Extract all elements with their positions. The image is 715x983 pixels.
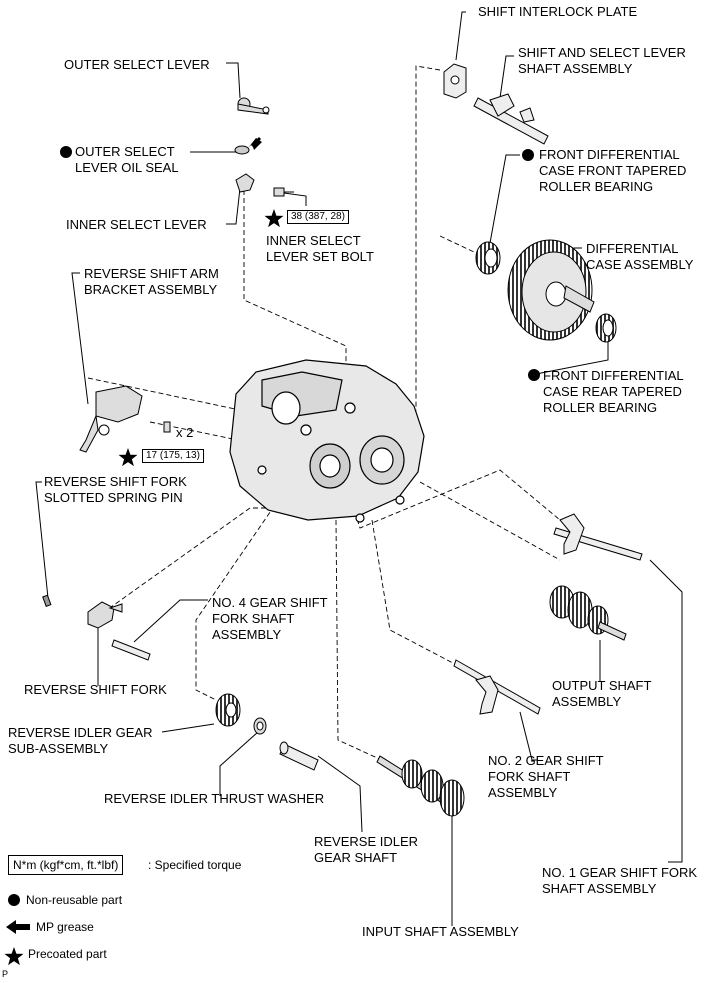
label-no1-2: SHAFT ASSEMBLY: [542, 881, 657, 896]
label-idler-shaft-2: GEAR SHAFT: [314, 850, 398, 865]
torque-box-17: 17 (175, 13): [142, 449, 204, 463]
label-idler-shaft-1: REVERSE IDLER: [314, 834, 419, 849]
legend-non-reusable-icon: [8, 894, 20, 906]
thrust-washer: [253, 717, 267, 735]
corner-mark: P: [2, 969, 9, 979]
label-no2-3: ASSEMBLY: [488, 785, 558, 800]
label-idler-gear-1: REVERSE IDLER GEAR: [8, 725, 153, 740]
label-idler-gear-2: SUB-ASSEMBLY: [8, 741, 109, 756]
legend-precoated: Precoated part: [28, 947, 107, 961]
legend-mp-grease-icon: [6, 920, 30, 934]
label-thrust-washer: REVERSE IDLER THRUST WASHER: [104, 791, 325, 806]
legend-torque-box: N*m (kgf*cm, ft.*lbf): [8, 855, 124, 875]
label-rev-pin-2: SLOTTED SPRING PIN: [44, 490, 183, 505]
label-no4-2: FORK SHAFT: [212, 611, 295, 626]
label-no4-3: ASSEMBLY: [212, 627, 282, 642]
label-shift-interlock-plate: SHIFT INTERLOCK PLATE: [478, 4, 638, 19]
label-inner-select-lever: INNER SELECT LEVER: [66, 217, 207, 232]
label-input-shaft: INPUT SHAFT ASSEMBLY: [362, 924, 519, 939]
label-no2-2: FORK SHAFT: [488, 769, 571, 784]
label-output-2: ASSEMBLY: [552, 694, 622, 709]
label-front-diff-front-1: FRONT DIFFERENTIAL: [539, 147, 680, 162]
no2-fork-shaft: [453, 659, 541, 715]
label-front-diff-rear-3: ROLLER BEARING: [543, 400, 658, 415]
shift-select-lever-shaft: [473, 93, 549, 145]
reverse-idler-shaft: [279, 741, 319, 771]
legend-precoated-icon: [4, 947, 24, 966]
label-rev-bracket-2: BRACKET ASSEMBLY: [84, 282, 218, 297]
label-diff-case-1: DIFFERENTIAL: [586, 241, 679, 256]
leader-lines: [35, 11, 683, 926]
non-reusable-dot-oil-seal: [60, 146, 72, 158]
label-front-diff-front-2: CASE FRONT TAPERED: [539, 163, 687, 178]
label-outer-oil-seal-2: LEVER OIL SEAL: [75, 160, 179, 175]
label-front-diff-front-3: ROLLER BEARING: [539, 179, 654, 194]
label-front-diff-rear-1: FRONT DIFFERENTIAL: [543, 368, 684, 383]
label-rev-pin-1: REVERSE SHIFT FORK: [44, 474, 187, 489]
front-diff-front-bearing: [475, 241, 501, 275]
label-no1-1: NO. 1 GEAR SHIFT FORK: [542, 865, 698, 880]
outer-select-lever: [237, 97, 270, 115]
legend-non-reusable: Non-reusable part: [26, 893, 123, 907]
label-inner-bolt-2: LEVER SET BOLT: [266, 249, 374, 264]
reverse-shift-arm-bracket: [79, 385, 143, 453]
mp-grease-arrow-icon: [248, 138, 262, 150]
legend-torque-desc: : Specified torque: [148, 858, 242, 872]
non-reusable-dot-rear-bearing: [528, 369, 540, 381]
legend-mp-grease: MP grease: [36, 920, 94, 934]
output-shaft-assembly: [549, 585, 627, 641]
label-outer-select-lever: OUTER SELECT LEVER: [64, 57, 210, 72]
label-shift-select-lever-2: SHAFT ASSEMBLY: [518, 61, 633, 76]
label-front-diff-rear-2: CASE REAR TAPERED: [543, 384, 682, 399]
precoated-star-38: [264, 209, 284, 228]
shift-interlock-plate: [443, 63, 467, 99]
label-inner-bolt-1: INNER SELECT: [266, 233, 361, 248]
inner-select-lever: [235, 173, 255, 193]
front-diff-rear-bearing: [595, 313, 617, 343]
non-reusable-dot-front-bearing: [522, 149, 534, 161]
label-no2-1: NO. 2 GEAR SHIFT: [488, 753, 604, 768]
label-diff-case-2: CASE ASSEMBLY: [586, 257, 694, 272]
reverse-shift-fork: [87, 601, 123, 629]
label-output-1: OUTPUT SHAFT: [552, 678, 652, 693]
slotted-spring-pin: [42, 594, 52, 607]
reverse-idler-gear: [215, 693, 241, 727]
inner-select-bolt: [273, 187, 294, 197]
label-rev-bracket-1: REVERSE SHIFT ARM: [84, 266, 219, 281]
label-rev-fork: REVERSE SHIFT FORK: [24, 682, 167, 697]
label-shift-select-lever-1: SHIFT AND SELECT LEVER: [518, 45, 686, 60]
input-shaft-assembly: [376, 755, 465, 817]
label-bolt-qty: x 2: [176, 425, 194, 440]
bracket-bolt: [163, 421, 171, 433]
no1-fork-shaft: [553, 513, 643, 561]
label-no4-1: NO. 4 GEAR SHIFT: [212, 595, 328, 610]
differential-case-assembly: [507, 239, 595, 341]
transaxle-case: [229, 359, 425, 523]
torque-box-38: 38 (387, 28): [287, 210, 349, 224]
precoated-star-17: [118, 448, 138, 467]
no4-fork-shaft: [111, 639, 151, 661]
label-outer-oil-seal-1: OUTER SELECT: [75, 144, 175, 159]
